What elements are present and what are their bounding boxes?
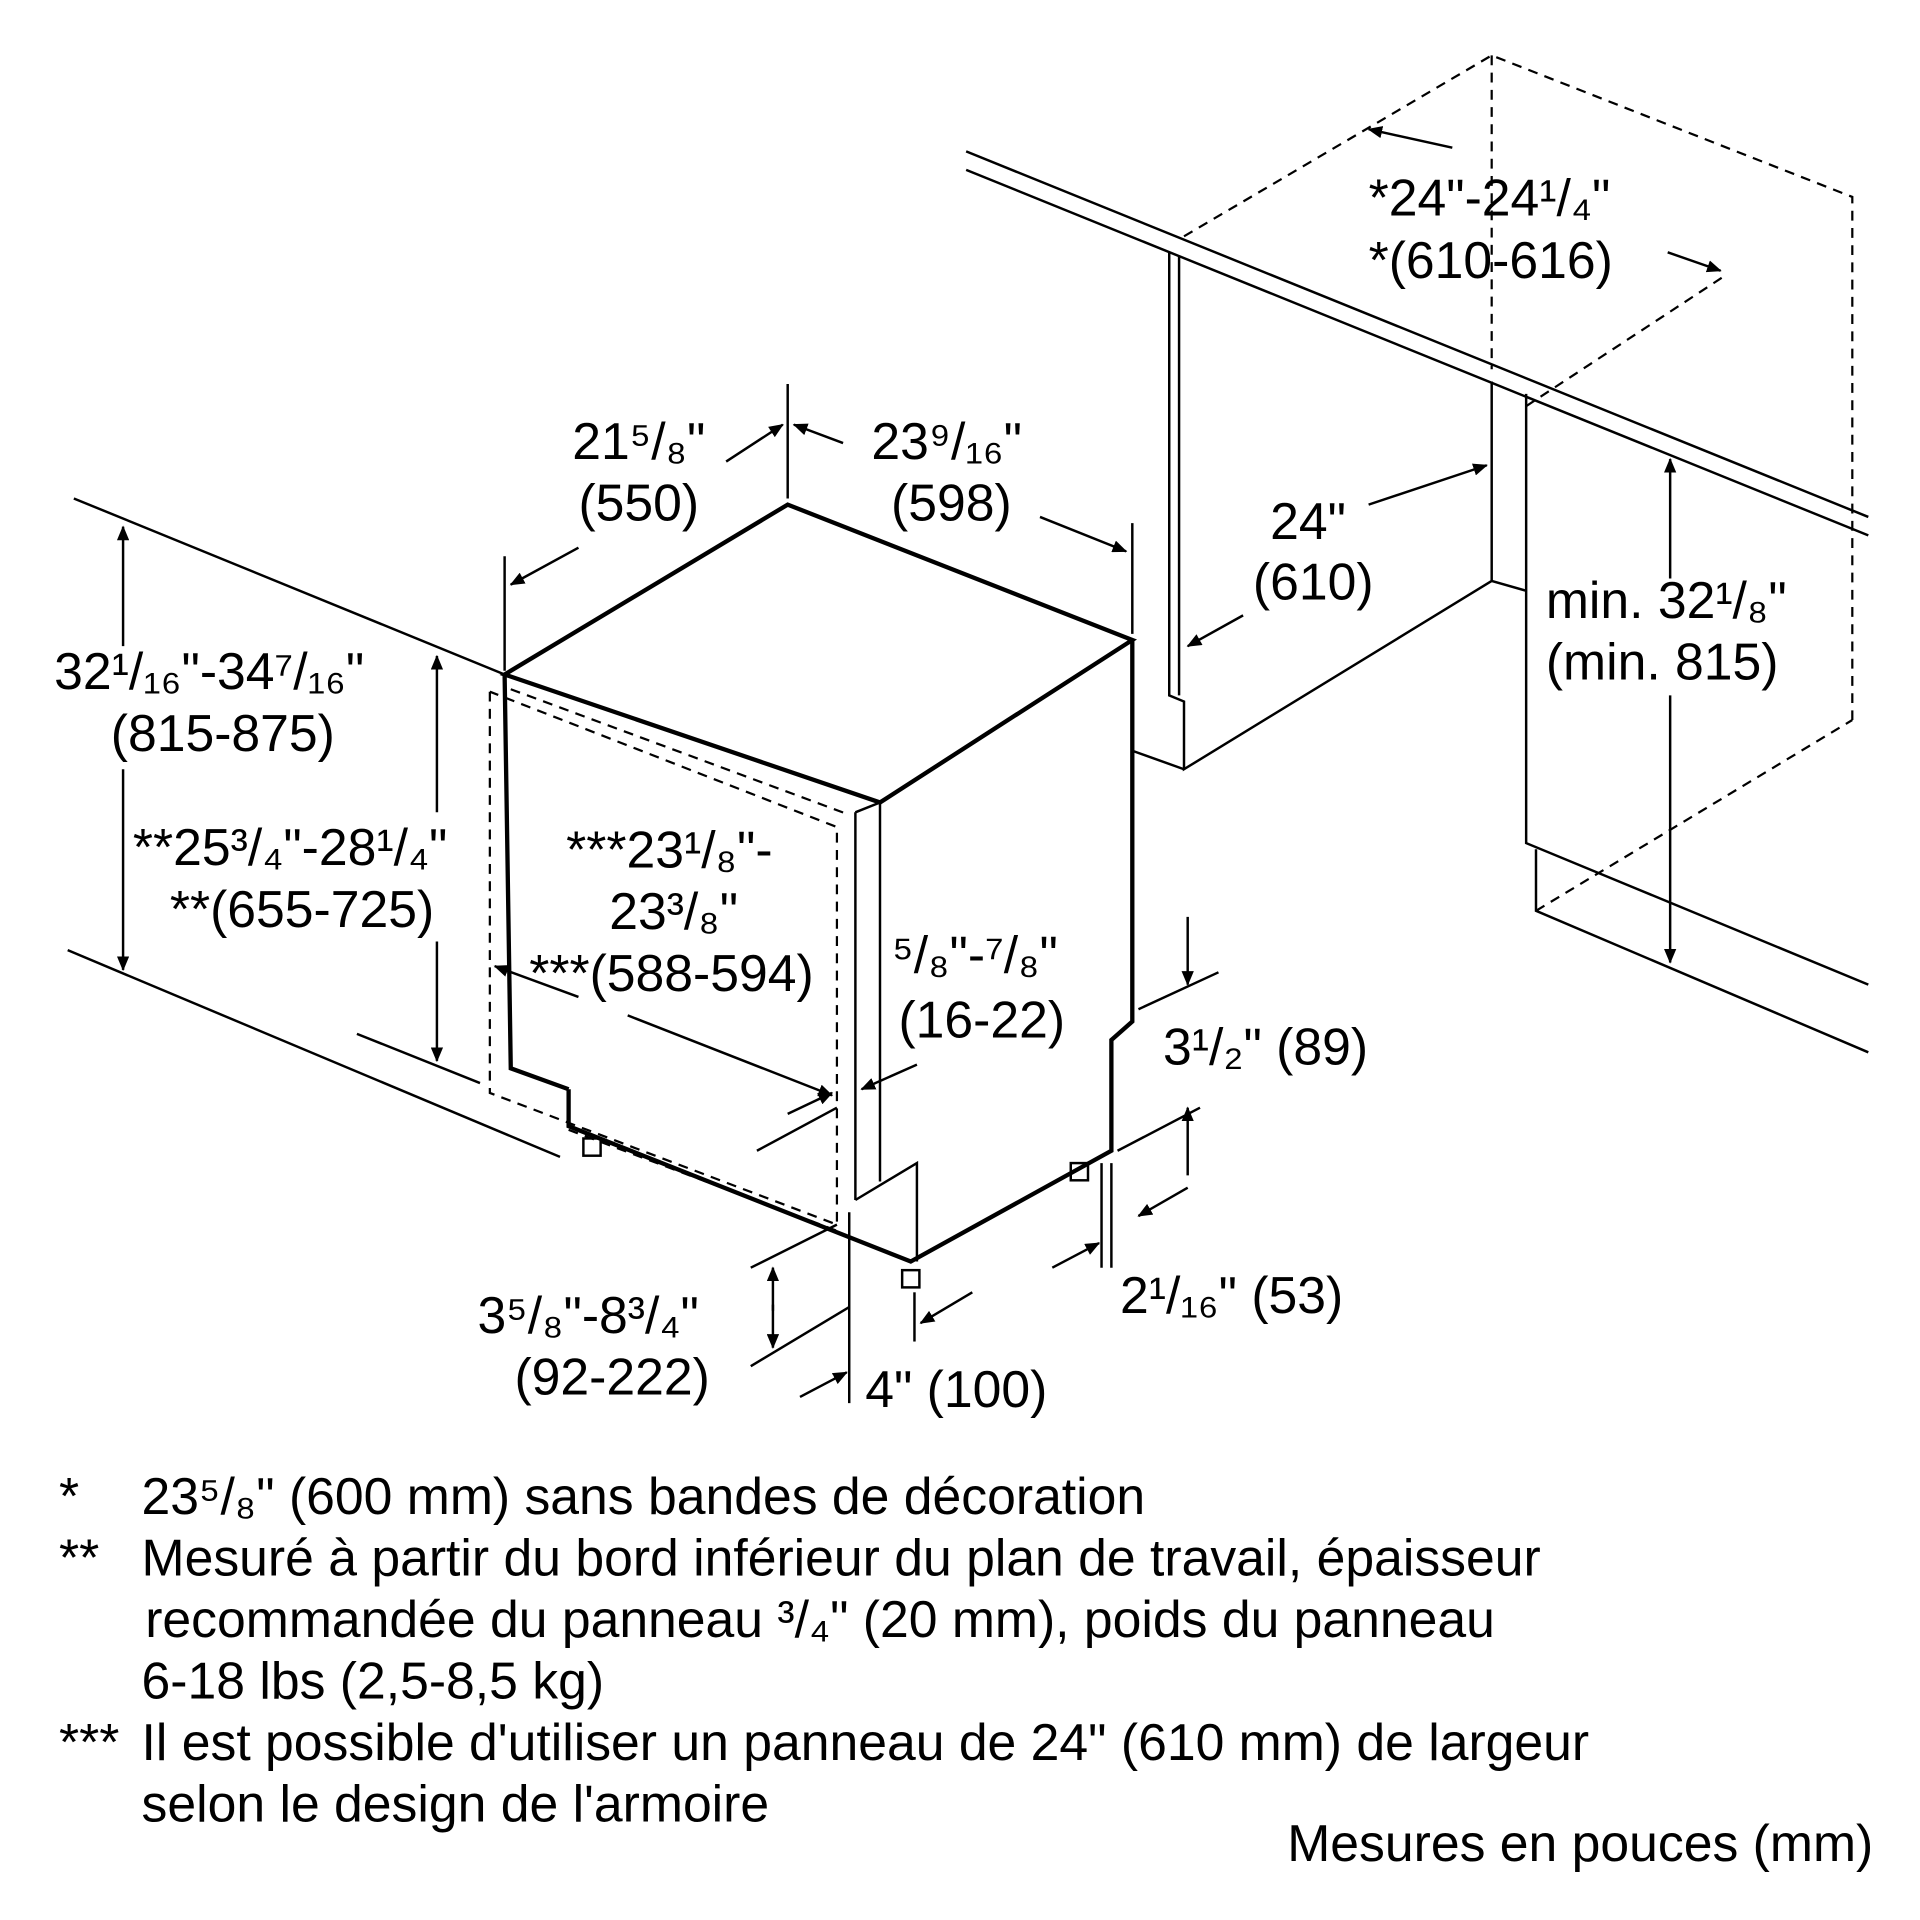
niche-width-mm: (610) [1253, 552, 1374, 610]
dishwasher-body [488, 502, 1138, 1289]
min-height-in: min. 32¹/₈" [1546, 571, 1787, 629]
plinth-mm: (92-222) [514, 1347, 709, 1405]
footnote-text: 6-18 lbs (2,5-8,5 kg) [142, 1651, 605, 1709]
panel-width-in-2: 23³/₈" [609, 882, 738, 940]
panel-thickness-mm: (16-22) [898, 991, 1065, 1049]
footnote-marker: ** [59, 1528, 99, 1586]
min-height-mm: (min. 815) [1546, 632, 1779, 690]
step-depth: 2¹/₁₆" (53) [1120, 1266, 1343, 1324]
footnotes: * 23⁵/₈" (600 mm) sans bandes de décorat… [59, 1467, 1873, 1872]
footnote-text: 23⁵/₈" (600 mm) sans bandes de décoratio… [142, 1467, 1146, 1525]
cabinet-outline [965, 54, 1869, 1054]
footnote-text: Mesuré à partir du bord inférieur du pla… [142, 1528, 1541, 1586]
footnote-text: selon le design de l'armoire [142, 1775, 770, 1833]
footnote-marker: * [59, 1467, 79, 1525]
appliance-width-mm: (598) [891, 474, 1012, 532]
footnote-text: recommandée du panneau ³/₄" (20 mm), poi… [145, 1590, 1495, 1648]
appliance-width-in: 23⁹/₁₆" [871, 412, 1022, 470]
panel-width-mm: ***(588-594) [529, 944, 813, 1002]
cabinet-depth-mm: *(610-616) [1369, 231, 1613, 289]
height-in: 32¹/₁₆"-34⁷/₁₆" [54, 642, 364, 700]
foot-offset: 4" (100) [865, 1360, 1047, 1418]
units-note: Mesures en pouces (mm) [1287, 1814, 1873, 1872]
panel-thickness-in: ⁵/₈"-⁷/₈" [892, 925, 1058, 983]
dimension-labels: *24"-24¹/₄" *(610-616) 21⁵/₈" (550) 23⁹/… [54, 168, 1787, 1417]
dimension-arrows [116, 126, 1722, 1404]
appliance-depth-in: 21⁵/₈" [572, 412, 705, 470]
plinth-in: 3⁵/₈"-8³/₄" [478, 1286, 699, 1344]
appliance-depth-mm: (550) [578, 474, 699, 532]
height-mm: (815-875) [111, 704, 335, 762]
panel-height-in: **25³/₄"-28¹/₄" [133, 818, 447, 876]
footnote-marker: *** [59, 1713, 119, 1771]
step-height: 3¹/₂" (89) [1163, 1018, 1368, 1076]
footnote-text: Il est possible d'utiliser un panneau de… [142, 1713, 1590, 1771]
panel-height-mm: **(655-725) [170, 880, 434, 938]
panel-width-in-1: ***23¹/₈"- [566, 821, 772, 879]
cabinet-depth-in: *24"-24¹/₄" [1369, 168, 1611, 226]
niche-width-in: 24" [1270, 492, 1346, 550]
floor-lines [67, 497, 561, 1159]
